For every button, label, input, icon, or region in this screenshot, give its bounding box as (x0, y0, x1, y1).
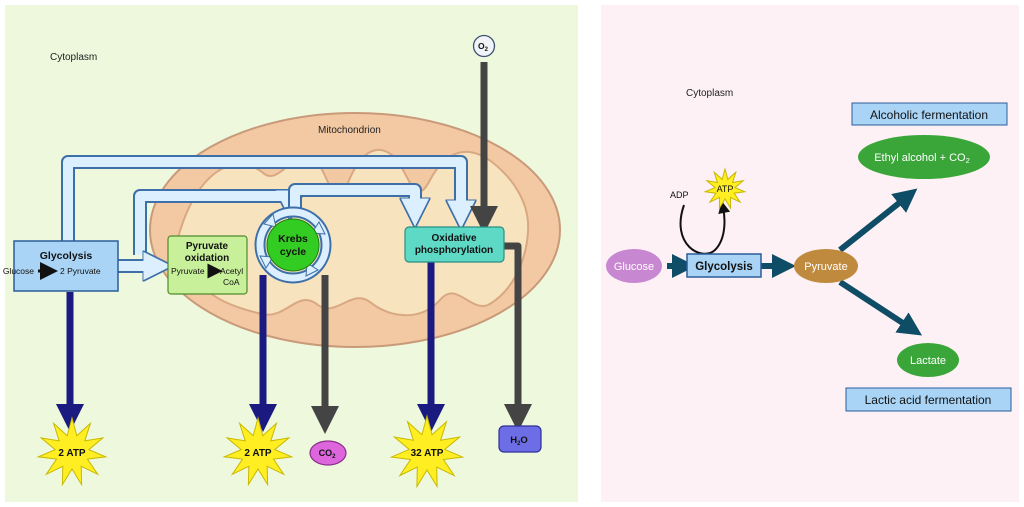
glycolysis-from: Glucose (3, 266, 34, 276)
alcoholic-fermentation-label: Alcoholic fermentation (870, 108, 988, 122)
atp-star-glycolysis: 2 ATP (36, 416, 108, 487)
pyruvate-label: Pyruvate (804, 261, 847, 273)
krebs-cycle: Krebs cycle (254, 206, 332, 284)
glycolysis-to: 2 Pyruvate (60, 266, 101, 276)
pyruvate-oxidation-to-1: Acetyl (220, 266, 243, 276)
pyruvate-oxidation-from: Pyruvate (171, 266, 205, 276)
output-arrows (56, 62, 532, 434)
anaerobic-glycolysis-box: Glycolysis (686, 253, 762, 278)
pyruvate-oxidation-title-1: Pyruvate (186, 241, 229, 252)
atp-star-oxidative: 32 ATP (389, 414, 465, 489)
oxygen-node: O2 (472, 34, 496, 58)
krebs-label-1: Krebs (278, 233, 308, 245)
pyruvate-oxidation-title-2: oxidation (185, 253, 229, 264)
glycolysis-box: Glycolysis Glucose 2 Pyruvate (3, 240, 119, 292)
oxygen-label: O2 (478, 41, 489, 53)
water-label: H2O (510, 435, 528, 447)
ethyl-alcohol-label: Ethyl alcohol + CO2 (874, 152, 970, 165)
alcoholic-fermentation-box: Alcoholic fermentation (851, 102, 1008, 126)
glucose-node: Glucose (606, 249, 662, 283)
glycolysis-title: Glycolysis (40, 250, 93, 262)
glucose-label: Glucose (614, 261, 654, 273)
water-node: H2O (498, 425, 542, 453)
adp-label: ADP (670, 190, 689, 200)
mitochondrion-label: Mitochondrion (318, 125, 381, 136)
aerobic-panel: Cytoplasm Mitochondrion (3, 5, 578, 502)
anaerobic-cytoplasm-label: Cytoplasm (686, 88, 733, 99)
atp-oxidative-label: 32 ATP (411, 448, 444, 459)
pyruvate-oxidation-to-2: CoA (223, 277, 240, 287)
lactate-label: Lactate (910, 355, 946, 367)
anaerobic-atp-label: ATP (717, 184, 734, 194)
co2-label: CO2 (319, 448, 337, 460)
atp-star-krebs: 2 ATP (222, 416, 294, 487)
lactic-acid-fermentation-box: Lactic acid fermentation (845, 387, 1012, 412)
pathway-arrows (61, 155, 461, 266)
oxidative-label-1: Oxidative (431, 233, 476, 244)
lactate-node: Lactate (897, 343, 959, 377)
ethyl-alcohol-node: Ethyl alcohol + CO2 (858, 135, 990, 179)
oxidative-phosphorylation-box: Oxidative phosphorylation (404, 226, 505, 263)
krebs-label-2: cycle (280, 246, 306, 258)
anaerobic-panel: Cytoplasm Glucose Glycolysis ADP ATP Pyr… (601, 5, 1019, 502)
atp-krebs-label: 2 ATP (244, 448, 272, 459)
lactic-acid-fermentation-label: Lactic acid fermentation (865, 393, 992, 407)
oxidative-label-2: phosphorylation (415, 245, 493, 256)
aerobic-cytoplasm-label: Cytoplasm (50, 52, 97, 63)
pyruvate-oxidation-box: Pyruvate oxidation Pyruvate Acetyl CoA (167, 235, 248, 295)
adp-to-atp-arrow (679, 201, 731, 255)
anaerobic-atp-star: ATP (703, 167, 747, 211)
fermentation-arrows (667, 188, 923, 336)
pyruvate-node: Pyruvate (794, 249, 858, 283)
atp-glycolysis-label: 2 ATP (58, 448, 86, 459)
anaerobic-glycolysis-label: Glycolysis (695, 261, 753, 273)
co2-node: CO2 (309, 440, 347, 466)
